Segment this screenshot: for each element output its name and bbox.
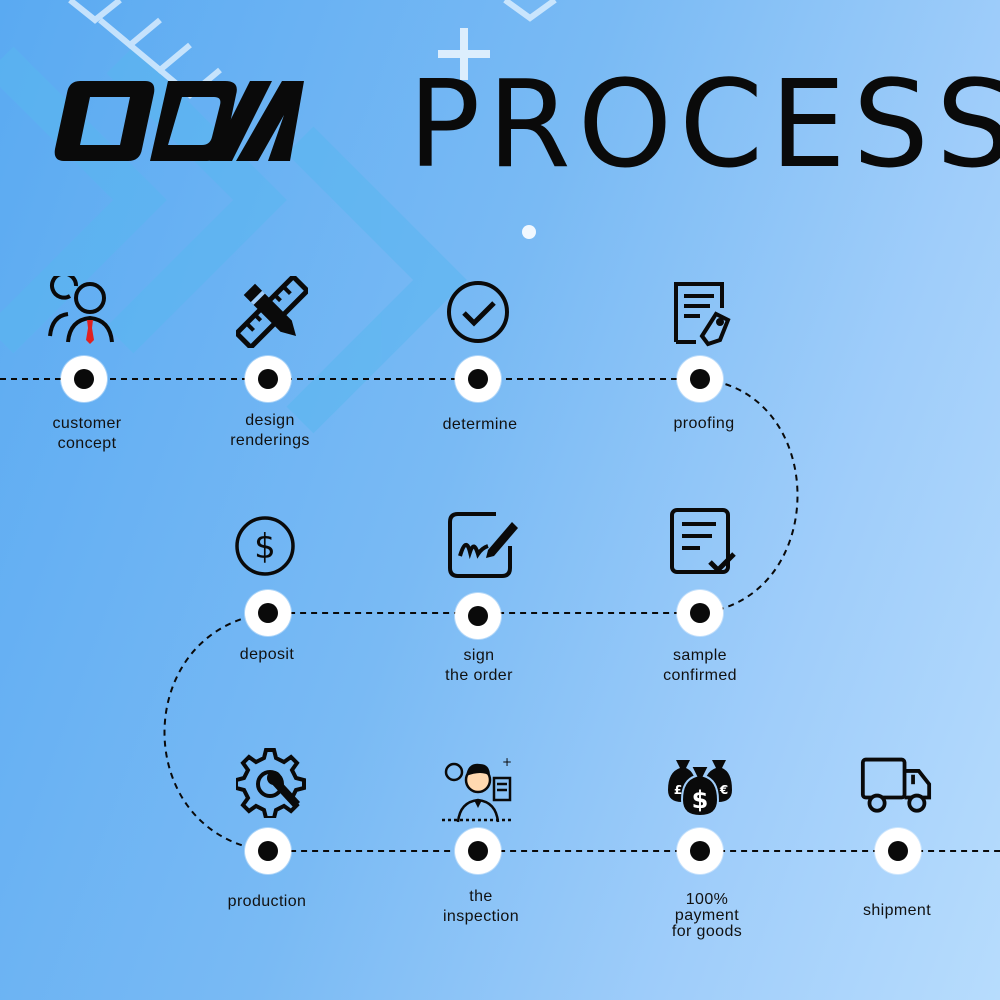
svg-text:$: $ [254, 527, 276, 567]
step-node-deposit [245, 590, 291, 636]
check-circle-icon [447, 281, 509, 343]
pencil-ruler-icon [236, 276, 308, 348]
document-check-icon [670, 508, 736, 574]
money-bags-icon: $ £ € [668, 760, 732, 818]
step-label-deposit: deposit [239, 646, 295, 663]
step-node-production [245, 828, 291, 874]
truck-icon [860, 757, 932, 813]
inspector-icon: + [442, 755, 514, 823]
gear-wrench-icon [236, 748, 306, 818]
step-node-proofing [677, 356, 723, 402]
step-node-design-renderings [245, 356, 291, 402]
step-node-sample-confirmed [677, 590, 723, 636]
document-tag-icon [674, 282, 731, 347]
signature-icon [448, 512, 518, 578]
step-node-the-inspection [455, 828, 501, 874]
page-title: PROCESS [408, 56, 1000, 195]
step-node-customer-concept [61, 356, 107, 402]
svg-text:+: + [502, 755, 512, 769]
step-node-payment [677, 828, 723, 874]
dollar-circle-icon: $ [235, 516, 295, 576]
step-node-sign-the-order [455, 593, 501, 639]
step-node-shipment [875, 828, 921, 874]
step-label-shipment: shipment [862, 902, 932, 919]
step-label-production: production [227, 893, 307, 910]
step-label-proofing: proofing [673, 415, 735, 432]
customer-icon [48, 276, 114, 344]
svg-text:$: $ [692, 786, 709, 814]
step-label-determine: determine [442, 416, 518, 433]
svg-text:£: £ [674, 783, 682, 797]
odm-logo [54, 81, 304, 161]
svg-text:€: € [719, 783, 728, 797]
step-node-determine [455, 356, 501, 402]
